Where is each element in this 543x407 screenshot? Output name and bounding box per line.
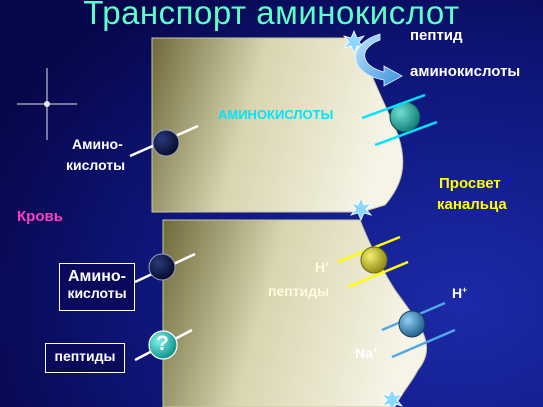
blue-transporter-icon (381, 301, 456, 359)
peptides-box-label: пептиды (54, 348, 116, 364)
junction-burst-icon-middle (349, 196, 373, 222)
unknown-transporter-icon (134, 328, 193, 362)
amino-acids-label-top: аминокислоты (410, 63, 521, 80)
amino-acids-label-upper-line1: Амино- (72, 136, 123, 152)
blood-label: Кровь (17, 208, 63, 225)
na-plus-label: Na+ (355, 345, 378, 361)
h-plus-right-symbol: H (452, 285, 463, 301)
question-mark-label: ? (156, 332, 169, 355)
amino-acids-box-line2: кислоты (67, 285, 127, 301)
dark-transporter-icon-upper (129, 124, 199, 158)
h-plus-right-sup: + (462, 284, 468, 295)
h-plus-right-label: H+ (452, 285, 467, 301)
lumen-label-line1: Просвет (439, 175, 501, 192)
lumen-label-line2: канальца (437, 196, 507, 213)
junction-burst-icon-top (342, 29, 366, 55)
amino-acids-label-upper-line2: кислоты (66, 157, 126, 173)
peptides-inner-label: пептиды (268, 283, 330, 299)
peptides-box: пептиды (45, 343, 125, 373)
amino-acids-box-line1: Амино- (68, 268, 126, 285)
conversion-arrow-icon (355, 33, 403, 87)
dark-transporter-icon-lower (134, 252, 196, 284)
h-plus-inner-sup: + (325, 258, 331, 269)
junction-burst-icon-bottom (380, 387, 404, 407)
peptide-label: пептид (410, 27, 463, 44)
amino-acids-box: Амино- кислоты (59, 263, 135, 311)
yellow-transporter-icon (337, 235, 409, 289)
cyan-transporter-icon (361, 93, 438, 147)
na-plus-sup: + (372, 344, 378, 355)
amino-acids-inner-label: АМИНОКИСЛОТЫ (218, 107, 334, 122)
h-plus-inner-label: H+ (315, 259, 330, 275)
h-plus-inner-symbol: H (315, 259, 326, 275)
slide-title: Транспорт аминокислот (83, 0, 460, 31)
na-plus-symbol: Na (355, 345, 373, 361)
sparkle-icon (17, 68, 77, 140)
